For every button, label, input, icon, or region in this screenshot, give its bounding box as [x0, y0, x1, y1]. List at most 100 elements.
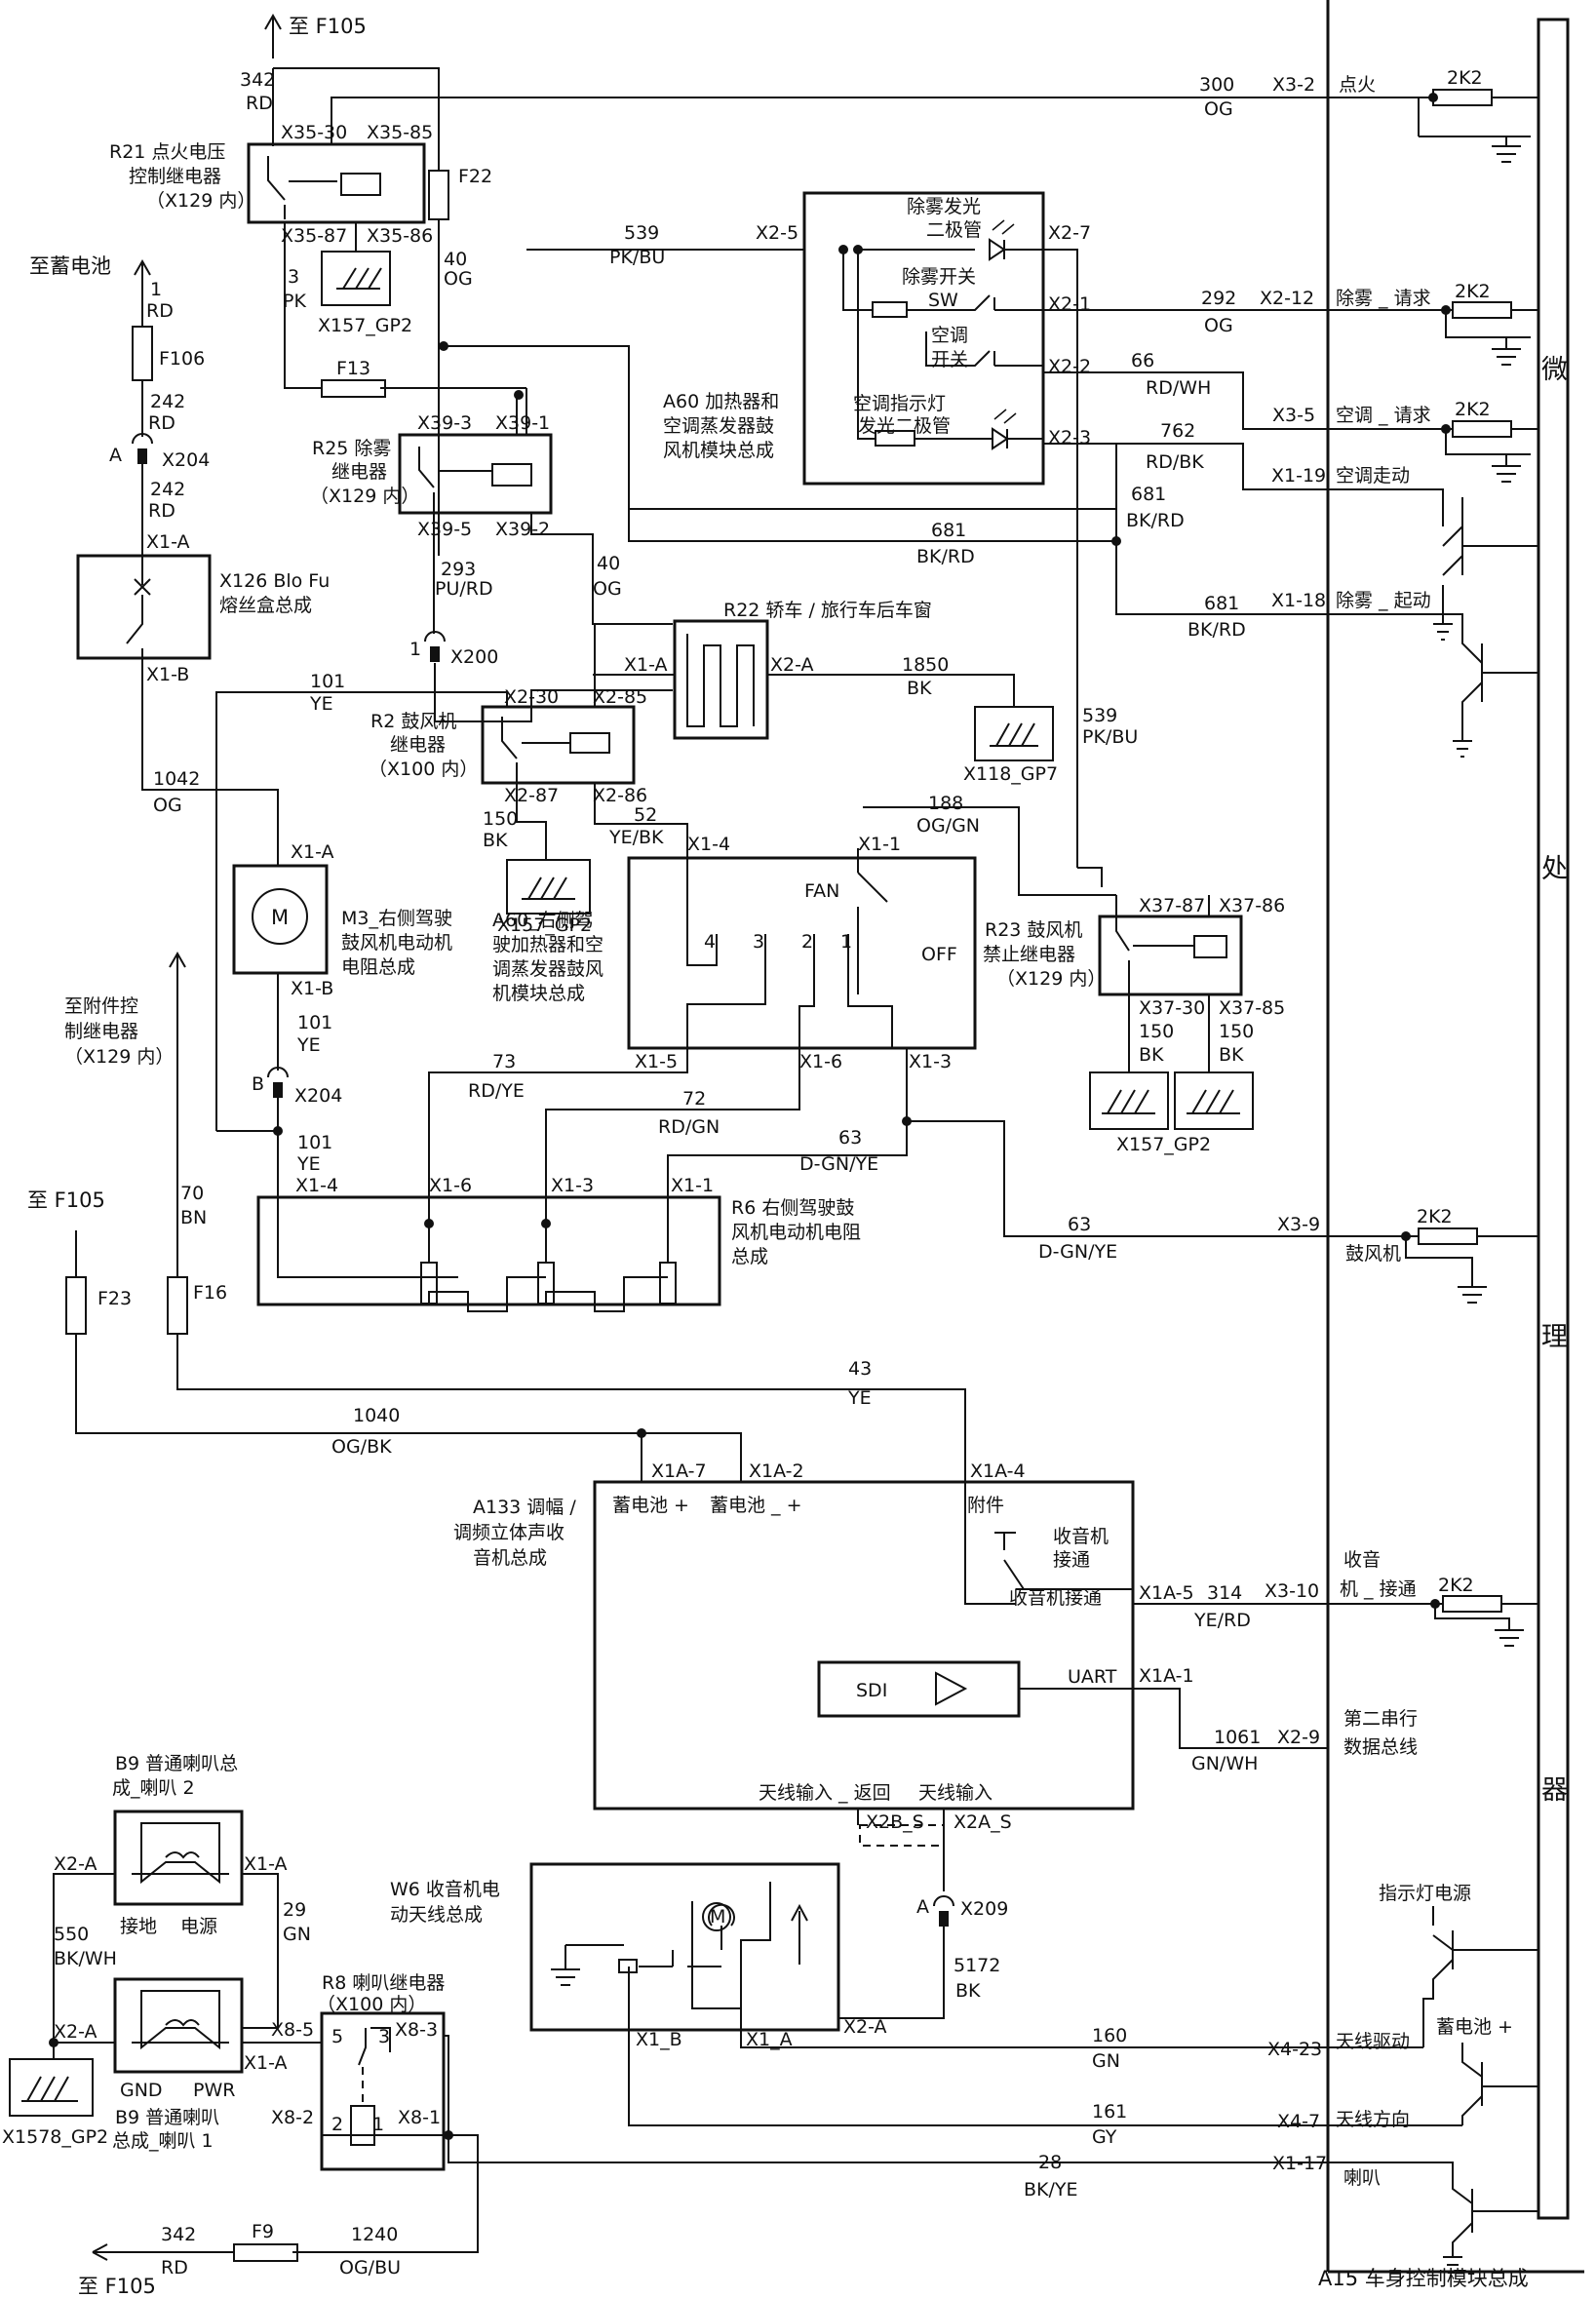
dest-accessory-3: （X129 内） — [64, 1046, 174, 1068]
resistor-label: 2K2 — [1447, 67, 1483, 89]
svg-text:X1-A: X1-A — [291, 841, 334, 863]
svg-text:YE/BK: YE/BK — [608, 827, 664, 848]
signal-battery-plus: 蓄电池 + — [1436, 2016, 1513, 2038]
r6-title-3: 总成 — [731, 1246, 768, 1267]
svg-text:PK: PK — [283, 291, 306, 312]
a133-title-3: 音机总成 — [473, 1547, 547, 1569]
r23-relay-box — [1098, 915, 1243, 996]
signal-defog-request: 除雾 _ 请求 — [1336, 288, 1431, 309]
resistor-2k2 — [1432, 89, 1493, 106]
a15-title: A15 车身控制模块总成 — [1318, 2267, 1529, 2290]
svg-text:X37-85: X37-85 — [1219, 997, 1285, 1019]
svg-text:160: 160 — [1092, 2025, 1127, 2046]
r21-relay-box — [247, 142, 426, 224]
a60-mid-title-2: 驶加热器和空 — [492, 934, 603, 955]
r6-title-1: R6 右侧驾驶鼓 — [731, 1197, 854, 1219]
svg-text:X1-5: X1-5 — [635, 1051, 678, 1072]
svg-text:GN: GN — [1092, 2050, 1120, 2072]
svg-text:OG: OG — [153, 795, 182, 816]
pin-x1-19: X1-19 — [1271, 465, 1326, 487]
signal-defog-start: 除雾 _ 起动 — [1336, 590, 1431, 611]
svg-text:OG: OG — [1204, 98, 1233, 120]
dest-f105-bottom: 至 F105 — [78, 2275, 156, 2298]
micro-char-1: 微 — [1541, 355, 1568, 385]
signal-ac-on: 空调走动 — [1336, 465, 1410, 487]
svg-text:150: 150 — [1219, 1021, 1254, 1042]
svg-text:X2-A: X2-A — [54, 2021, 97, 2043]
svg-text:72: 72 — [682, 1088, 706, 1110]
svg-text:300: 300 — [1199, 74, 1234, 96]
ground-x118-gp7: X118_GP7 — [963, 763, 1058, 785]
svg-text:RD: RD — [148, 500, 175, 522]
svg-text:X2A_S: X2A_S — [954, 1811, 1012, 1833]
a133-accessory: 附件 — [967, 1495, 1004, 1516]
svg-text:X1A-4: X1A-4 — [970, 1461, 1026, 1482]
defog-led-label-2: 二极管 — [926, 219, 982, 241]
svg-text:X8-1: X8-1 — [398, 2107, 441, 2128]
svg-text:BK: BK — [907, 678, 932, 699]
feeds-f23-f16: 至附件控 制继电器 （X129 内） 70 BN F16 43 YE 至 F10… — [27, 951, 1016, 1605]
r2-blower-relay: X2-30 X2-85 X2-87 X2-86 R2 鼓风机 继电器 （X100… — [215, 671, 688, 1131]
r25-title-3: （X129 内） — [310, 486, 419, 507]
svg-text:YE: YE — [847, 1387, 872, 1409]
sdi-label: SDI — [856, 1680, 887, 1701]
pin-x3-9: X3-9 — [1277, 1214, 1320, 1235]
m3-title-3: 电阻总成 — [341, 956, 415, 978]
signal-serial-2: 数据总线 — [1343, 1736, 1418, 1758]
svg-text:BK/RD: BK/RD — [1187, 619, 1246, 641]
svg-text:PU/RD: PU/RD — [435, 578, 493, 600]
svg-text:342: 342 — [161, 2224, 196, 2245]
r8-pin-3: 3 — [378, 2026, 390, 2047]
svg-text:X1-A: X1-A — [244, 1853, 288, 1875]
a133-title-2: 调频立体声收 — [453, 1522, 564, 1543]
antenna-motor-m: M — [710, 1906, 725, 1928]
svg-text:BN: BN — [180, 1207, 207, 1228]
svg-text:BK/WH: BK/WH — [54, 1948, 117, 1969]
svg-text:BK: BK — [955, 1980, 981, 2002]
svg-text:X1-4: X1-4 — [295, 1175, 338, 1196]
ground-x157-gp2-a: X157_GP2 — [318, 315, 412, 336]
svg-text:1240: 1240 — [351, 2224, 398, 2245]
connector-x204-top: X204 — [162, 449, 210, 471]
svg-text:242: 242 — [150, 479, 185, 500]
svg-text:OG/BU: OG/BU — [339, 2257, 401, 2279]
ground-x157-gp2-c: X157_GP2 — [1116, 1134, 1211, 1155]
svg-text:1: 1 — [150, 279, 162, 300]
svg-text:X2-A: X2-A — [843, 2016, 887, 2038]
fuse-f13-label: F13 — [336, 358, 370, 379]
r2-title-2: 继电器 — [390, 734, 446, 756]
svg-text:B: B — [252, 1073, 264, 1095]
svg-text:X2-2: X2-2 — [1048, 356, 1091, 377]
ac-switch-label-1: 空调 — [931, 325, 968, 346]
r8-horn-relay: X8-5 X8-3 X8-2 X8-1 5 3 2 1 R8 喇叭继电器 （X1… — [271, 1972, 1328, 2253]
svg-text:RD/GN: RD/GN — [658, 1116, 720, 1138]
pin-x3-5: X3-5 — [1272, 405, 1315, 426]
svg-text:BK/YE: BK/YE — [1024, 2179, 1078, 2201]
defog-switch-label: 除雾开关 — [902, 266, 976, 288]
svg-text:X2B_S: X2B_S — [866, 1811, 924, 1833]
a133-box — [593, 1480, 1135, 1811]
pin-x1-18: X1-18 — [1271, 590, 1326, 611]
svg-text:X39-5: X39-5 — [417, 519, 472, 540]
r21-title-2: 控制继电器 — [129, 166, 221, 187]
svg-text:2K2: 2K2 — [1438, 1575, 1474, 1596]
svg-text:1061: 1061 — [1214, 1727, 1261, 1748]
svg-text:X35-30: X35-30 — [281, 122, 347, 143]
svg-text:150: 150 — [1139, 1021, 1174, 1042]
b9-bot-title-1: B9 普通喇叭 — [115, 2107, 219, 2128]
svg-text:X35-87: X35-87 — [281, 225, 347, 247]
svg-text:550: 550 — [54, 1924, 89, 1945]
svg-text:BK: BK — [1219, 1044, 1244, 1066]
svg-text:X2-87: X2-87 — [504, 785, 559, 806]
a133-title-1: A133 调幅 / — [473, 1497, 576, 1518]
r8-pin-1: 1 — [372, 2114, 384, 2135]
r8-relay-box — [320, 2011, 446, 2171]
svg-text:43: 43 — [848, 1358, 872, 1380]
w6-power-antenna: M W6 收音机电 动天线总成 X1_B X1_A X2-A 160 GN 16… — [390, 1862, 1328, 2148]
svg-text:X2-86: X2-86 — [593, 785, 647, 806]
r25-title-2: 继电器 — [331, 461, 387, 483]
r23-blower-inhibit-relay: X37-87 X37-86 X37-30 X37-85 R23 鼓风机 禁止继电… — [983, 895, 1285, 1155]
b9-top-title-1: B9 普通喇叭总 — [115, 1753, 238, 1774]
svg-text:OG: OG — [444, 268, 473, 290]
